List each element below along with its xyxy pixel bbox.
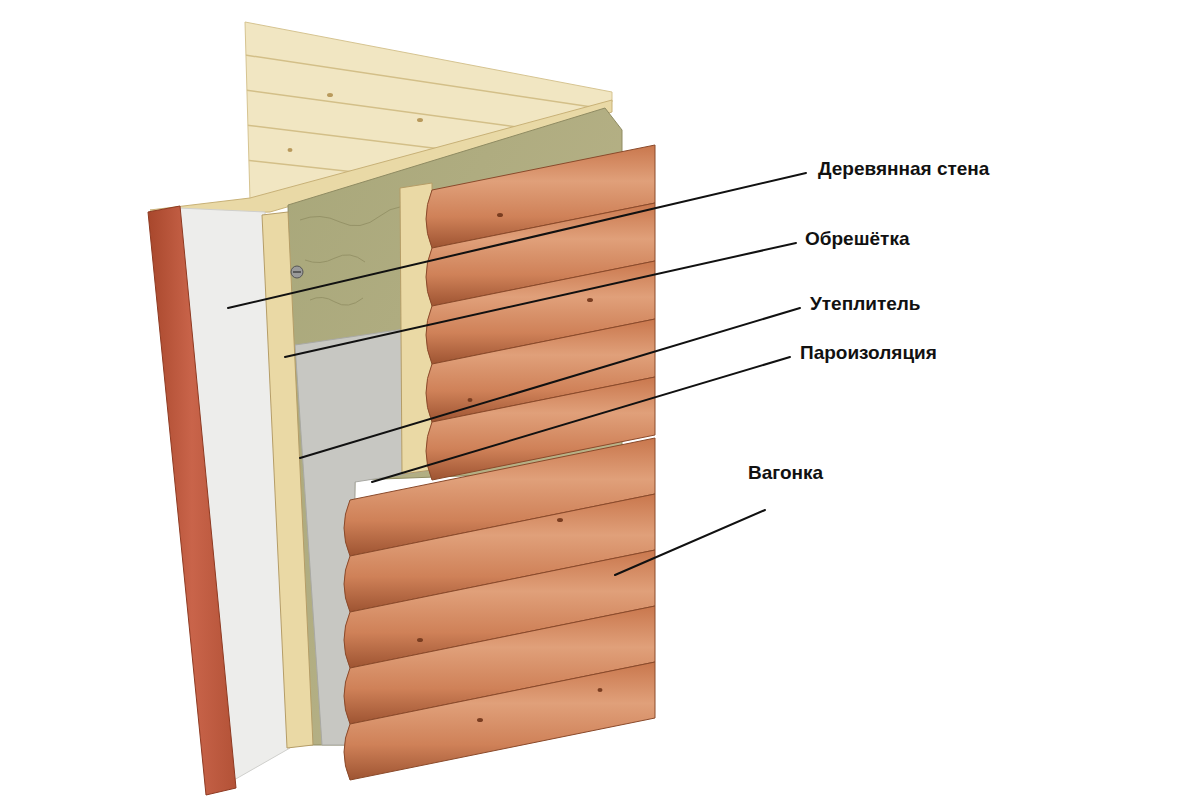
cladding-boards: [344, 438, 655, 780]
drawing-part: [587, 298, 593, 302]
drawing-part: [305, 255, 365, 263]
drawing-part: [293, 271, 301, 273]
drawing-part: [327, 93, 333, 97]
drawing-part: [288, 148, 293, 152]
part-label: Пароизоляция: [800, 342, 937, 365]
drawing-part: [344, 662, 655, 780]
leader-line: [372, 357, 790, 482]
drawing-part: [245, 55, 612, 110]
part-label: Утеплитель: [810, 293, 921, 316]
batten: [262, 212, 313, 748]
leader-line: [228, 173, 806, 308]
drawing-part: [262, 212, 313, 748]
leader-line: [615, 510, 765, 575]
drawing-part: [417, 118, 423, 122]
leader-line: [285, 243, 796, 357]
drawing-part: [310, 297, 363, 305]
cladding-boards: [426, 145, 655, 480]
corner-post: [148, 206, 236, 795]
leader-line: [300, 308, 800, 458]
leader-lines: [228, 173, 806, 575]
drawing-part: [291, 266, 303, 278]
drawing-part: [598, 688, 603, 692]
wood-knots: [417, 213, 603, 722]
part-label: Вагонка: [748, 462, 823, 485]
drawing-part: [417, 638, 423, 642]
drawing-part: [477, 718, 483, 722]
drawing-part: [557, 518, 563, 522]
part-label: Обрешётка: [805, 228, 909, 251]
part-label: Деревянная стена: [818, 158, 989, 181]
drawing-part: [497, 213, 503, 217]
drawing-part: [468, 398, 473, 402]
